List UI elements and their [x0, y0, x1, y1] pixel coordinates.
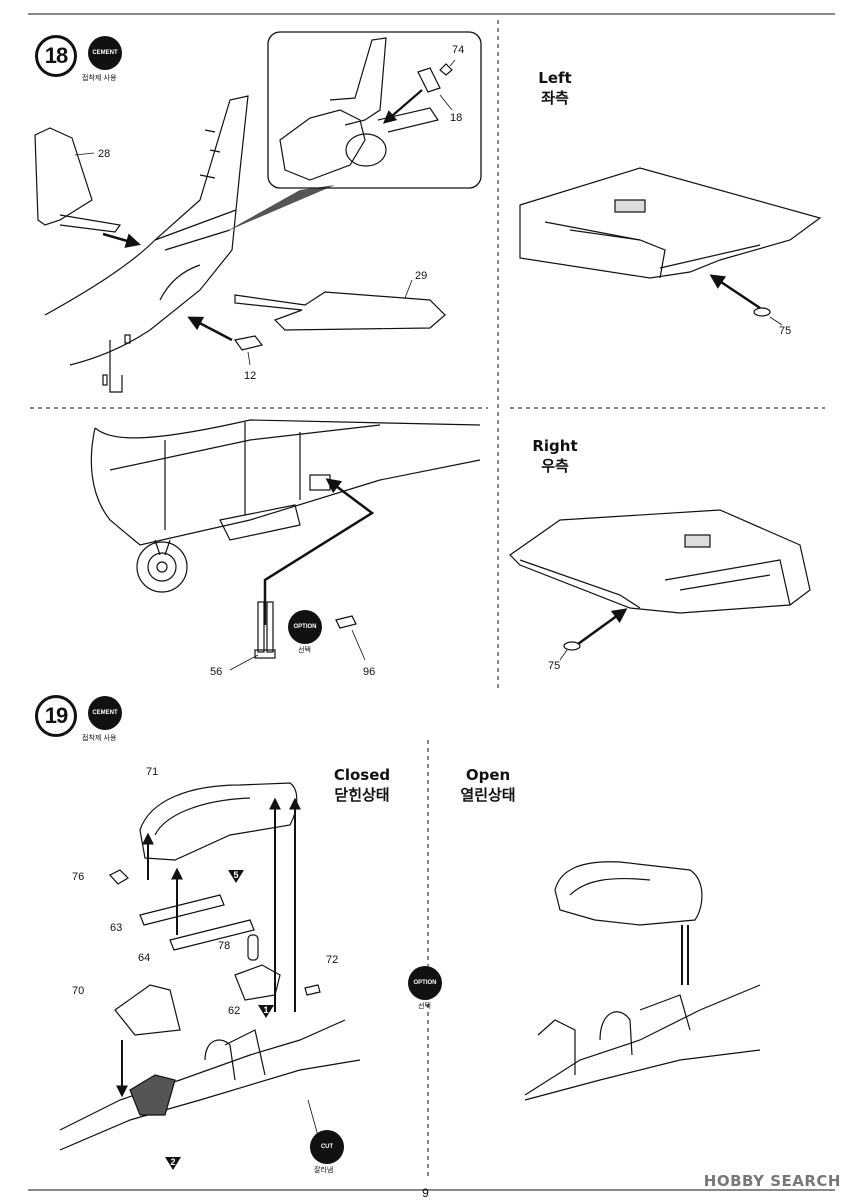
- sequence-marker-5: 5: [228, 870, 244, 883]
- right-view-label: Right 우측: [525, 436, 585, 476]
- closed-view-label: Closed 닫힌상태: [322, 765, 402, 805]
- tail-assembly-drawing: [34, 95, 446, 393]
- part-12-label: 12: [244, 370, 257, 382]
- open-view-label: Open 열린상태: [448, 765, 528, 805]
- right-view-ko: 우측: [541, 457, 569, 475]
- canopy-open-drawing: [524, 861, 761, 1101]
- sequence-marker-5-text: 5: [233, 870, 239, 880]
- open-view-ko: 열린상태: [460, 786, 516, 804]
- part-72-label: 72: [326, 954, 339, 966]
- part-28-label: 28: [98, 148, 111, 160]
- closed-view-ko: 닫힌상태: [334, 786, 390, 804]
- right-view-en: Right: [532, 437, 578, 455]
- cement-badge-step-19: CEMENT: [88, 696, 122, 730]
- part-63-label: 63: [110, 922, 123, 934]
- option-badge-gear: OPTION: [288, 610, 322, 644]
- cement-badge-sub-19: 접착제 사용: [82, 734, 117, 742]
- part-29-label: 29: [415, 270, 428, 282]
- watermark: HOBBY SEARCH: [703, 1172, 841, 1190]
- part-56-label: 56: [210, 666, 223, 678]
- part-78-label: 78: [218, 940, 231, 952]
- sequence-marker-2: 2: [165, 1157, 181, 1170]
- part-75-left-label: 75: [779, 325, 792, 337]
- left-flap-drawing: [519, 167, 822, 326]
- sequence-marker-1: 1: [258, 1005, 274, 1018]
- right-flap-drawing: [509, 509, 811, 661]
- page-number: 9: [422, 1186, 429, 1200]
- step-18-number: 18: [35, 35, 77, 77]
- part-71-label: 71: [146, 766, 159, 778]
- part-75-right-label: 75: [548, 660, 561, 672]
- option-badge-gear-sub: 선택: [298, 646, 311, 654]
- part-70-label: 70: [72, 985, 85, 997]
- left-view-label: Left 좌측: [525, 68, 585, 108]
- panel-dividers: [30, 20, 825, 1180]
- detail-inset: [267, 31, 482, 189]
- cut-badge: CUT: [310, 1130, 344, 1164]
- option-badge-canopy: OPTION: [408, 966, 442, 1000]
- step-19-number: 19: [35, 695, 77, 737]
- landing-gear-drawing: [90, 419, 481, 671]
- cement-badge-sub-18: 접착제 사용: [82, 74, 117, 82]
- canopy-closed-drawing: [59, 782, 361, 1151]
- option-badge-canopy-sub: 선택: [418, 1002, 431, 1010]
- cement-badge-step-18: CEMENT: [88, 36, 122, 70]
- inset-detail-drawing: [279, 37, 456, 181]
- part-96-label: 96: [363, 666, 376, 678]
- part-62-label: 62: [228, 1005, 241, 1017]
- open-view-en: Open: [465, 766, 511, 784]
- closed-view-en: Closed: [333, 766, 391, 784]
- part-18-label: 18: [450, 112, 463, 124]
- cut-badge-sub: 잘라냄: [314, 1166, 334, 1174]
- part-64-label: 64: [138, 952, 151, 964]
- part-74-label: 74: [452, 44, 465, 56]
- left-view-en: Left: [538, 69, 572, 87]
- sequence-marker-2-text: 2: [170, 1157, 176, 1167]
- part-76-label: 76: [72, 871, 85, 883]
- sequence-marker-1-text: 1: [263, 1005, 269, 1015]
- left-view-ko: 좌측: [541, 89, 569, 107]
